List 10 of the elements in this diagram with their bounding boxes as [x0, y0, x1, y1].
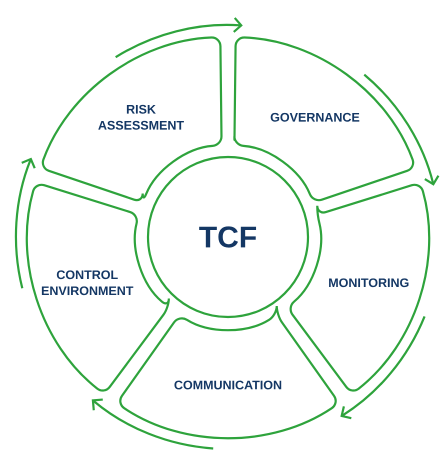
segment: COMMUNICATION — [119, 304, 337, 440]
arrow — [92, 398, 214, 450]
arrow — [364, 74, 440, 186]
arrow — [340, 316, 426, 420]
segment: CONTROL ENVIRONMENT — [26, 184, 170, 392]
segment: MONITORING — [290, 184, 430, 392]
arrow — [14, 158, 36, 289]
arrow — [115, 17, 243, 58]
segment: RISK ASSESSMENT — [42, 36, 223, 202]
segment: GOVERNANCE — [233, 36, 414, 202]
